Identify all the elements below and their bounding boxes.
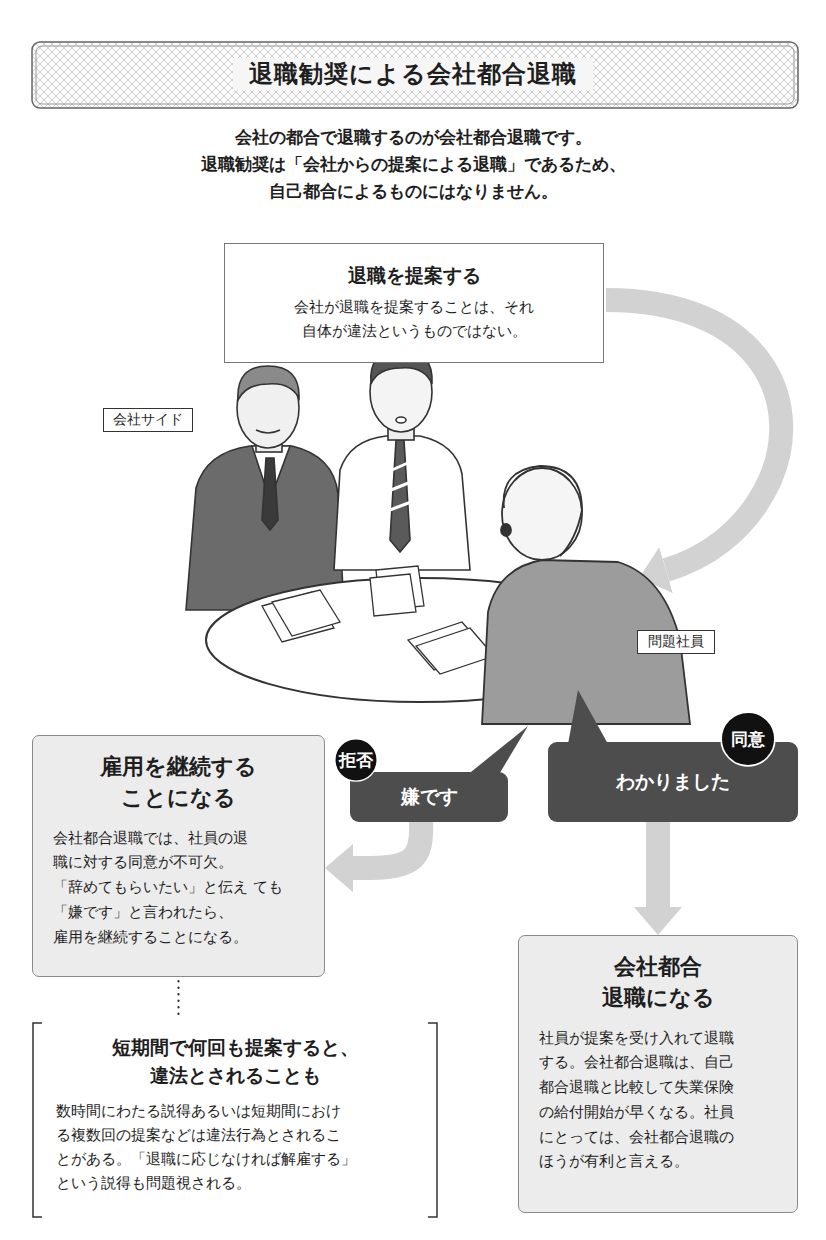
company-man-middle-part [334, 436, 470, 570]
title-wrap: 退職勧奨による会社都合退職 [0, 58, 826, 90]
speech-bubble: 嫌です拒否 [350, 772, 508, 822]
tag-circle: 拒否 [334, 738, 378, 782]
circle-shape [335, 739, 377, 781]
title-band [32, 42, 798, 108]
company-man-left-part [256, 430, 280, 433]
speech-bubble-tail-part [568, 690, 608, 744]
speech-bubble: わかりました同意 [548, 742, 798, 822]
box-heading: 雇用を継続する ことになる [53, 752, 304, 814]
process-box: 退職を提案する会社が退職を提案することは、それ 自体が違法というものではない。 [224, 243, 604, 363]
title-band-part [36, 46, 794, 104]
flow-arrow [353, 822, 421, 868]
company-man-middle [334, 350, 470, 570]
node-label: 拒否 [339, 749, 373, 772]
intro-text: 会社の都合で退職するのが会社都合退職です。 退職勧奨は「会社からの提案による退職… [195, 124, 631, 206]
result-box: 会社都合 退職になる社員が提案を受け入れて退職 する。会社都合退職は、自己 都合… [518, 935, 798, 1213]
side-label: 問題社員 [637, 630, 715, 654]
company-man-left [186, 366, 344, 610]
note-box: 短期間で何回も提案すると、 違法とされることも数時間にわたる説得あるいは短期間に… [32, 1022, 438, 1218]
company-man-left-part [262, 458, 278, 530]
box-body: 会社が退職を提案することは、それ 自体が違法というものではない。 [245, 295, 583, 343]
flow-arrow [646, 822, 670, 907]
company-man-middle-part [390, 440, 410, 552]
employee-part [504, 466, 582, 556]
employee-part [502, 468, 582, 560]
left-bracket [33, 1023, 42, 1217]
box-heading: 短期間で何回も提案すると、 違法とされることも [56, 1034, 414, 1089]
circle-shape [721, 712, 775, 766]
box-body: 社員が提案を受け入れて退職 する。会社都合退職は、自己 都合退職と比較して失業保… [539, 1026, 777, 1175]
dotted-connector [177, 981, 179, 1018]
employee [482, 466, 690, 724]
node-label: 会社サイド [110, 411, 186, 429]
box-heading: 退職を提案する [245, 263, 583, 289]
right-bracket [428, 1023, 437, 1217]
meeting-table-part [370, 574, 416, 616]
title: 退職勧奨による会社都合退職 [233, 58, 593, 90]
employee-part [501, 524, 511, 536]
node-label: 問題社員 [644, 633, 708, 651]
node-label: わかりました [616, 769, 730, 795]
node-label: 嫌です [401, 784, 458, 810]
company-man-middle-part [396, 417, 406, 423]
title-band-part [32, 42, 798, 108]
proposal-arrow-part [606, 300, 781, 570]
company-man-middle-part [390, 462, 411, 510]
meeting-table-part [272, 590, 340, 636]
box-heading: 会社都合 退職になる [593, 952, 723, 1014]
speech-bubble-tail-part [466, 726, 528, 776]
company-man-left-part [238, 366, 299, 400]
tag-circle: 同意 [720, 711, 776, 767]
meeting-table-part [416, 628, 494, 674]
result-box: 雇用を継続する ことになる会社都合退職では、社員の退 職に対する同意が不可欠。 … [32, 735, 325, 977]
box-body: 会社都合退職では、社員の退 職に対する同意が不可欠。 「辞めてもらいたい」と伝え… [53, 826, 304, 950]
proposal-arrow [606, 300, 781, 570]
node-label: 同意 [731, 728, 765, 751]
box-body: 数時間にわたる説得あるいは短期間におけ る複数回の提案などは違法行為とされるこ … [56, 1099, 414, 1195]
side-label: 会社サイド [103, 408, 193, 432]
